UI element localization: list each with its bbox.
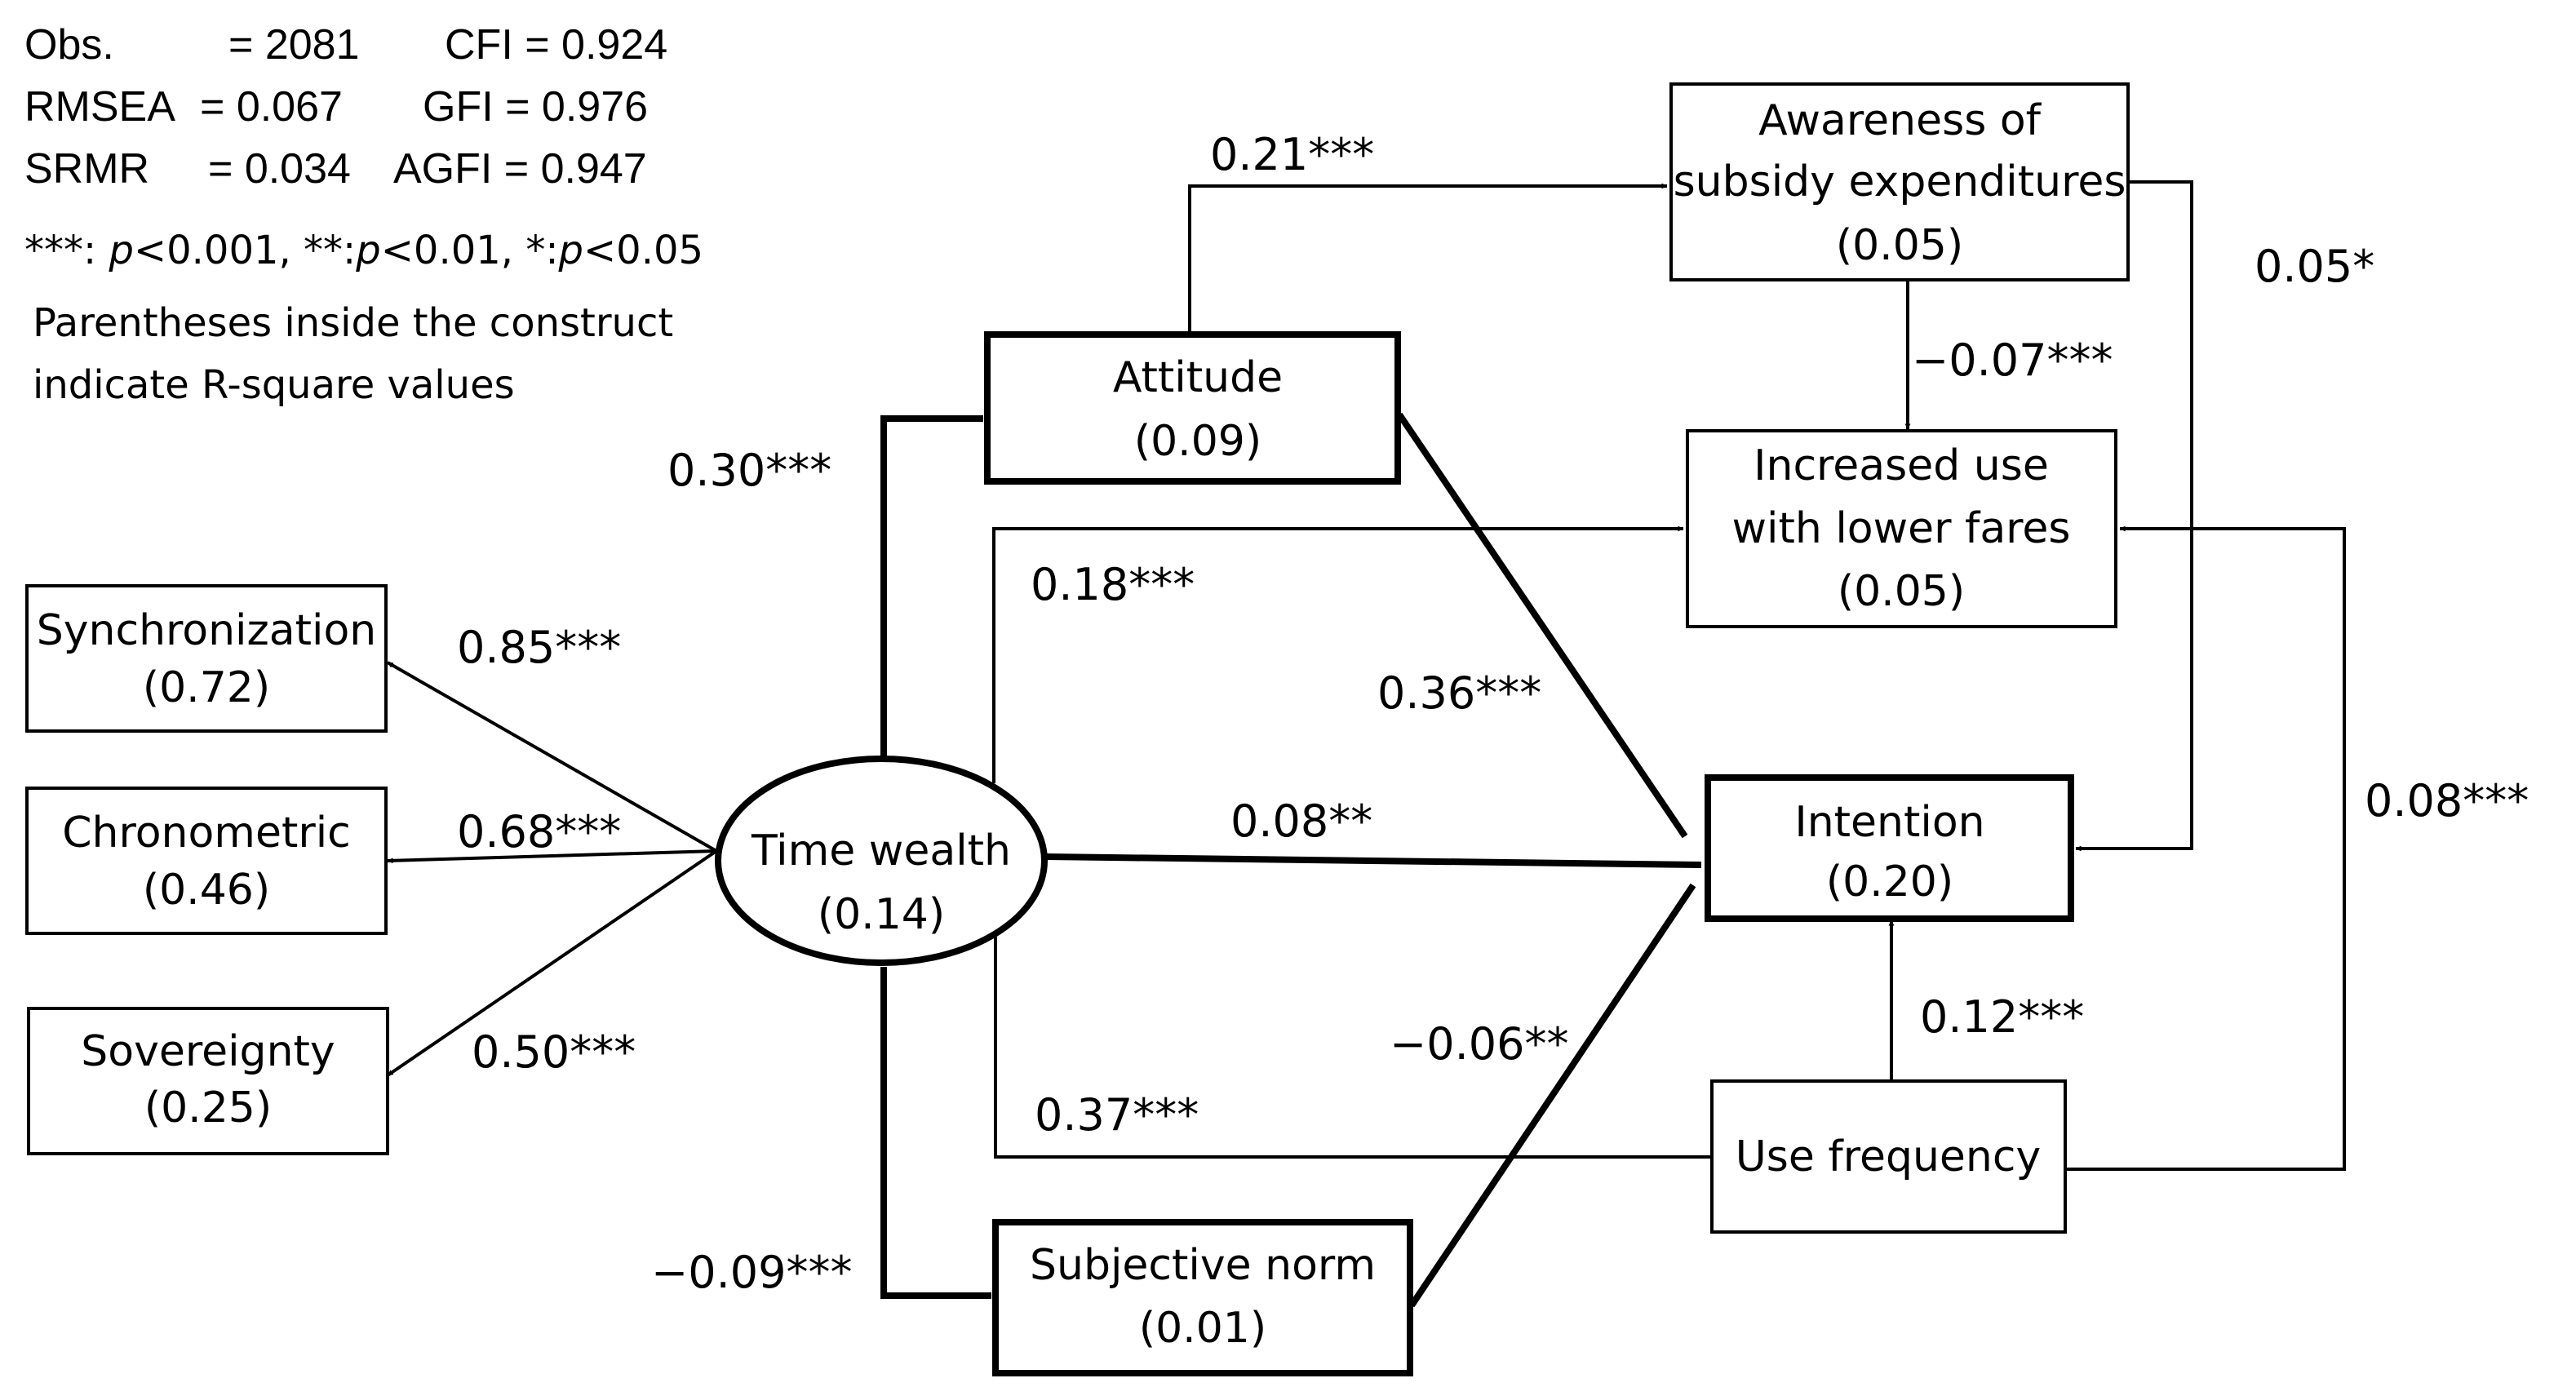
node-r2: (0.05): [1838, 567, 1965, 616]
coef-tw-sov: 0.50***: [472, 1026, 636, 1078]
node-label: Intention: [1794, 798, 1984, 847]
srmr-value: = 0.034: [208, 145, 351, 193]
srmr-label: SRMR: [24, 145, 149, 193]
node-synchronization: Synchronization (0.72): [25, 584, 388, 733]
coef-subjnorm-intention: −0.06**: [1390, 1018, 1568, 1070]
coef-awareness-increased: −0.07***: [1912, 335, 2113, 386]
node-label: Attitude: [1113, 353, 1283, 402]
coef-usefreq-increased: 0.08***: [2365, 775, 2529, 827]
edge-subjnorm-intention: [1408, 883, 1696, 1308]
node-r2: (0.01): [1139, 1304, 1266, 1353]
node-label-line2: with lower fares: [1731, 504, 2070, 553]
coef-tw-sync: 0.85***: [457, 622, 621, 673]
node-label-line2: subsidy expenditures: [1674, 157, 2126, 206]
rsquare-note-line2: indicate R-square values: [33, 362, 515, 408]
node-r2: (0.46): [143, 866, 270, 915]
obs-value: = 2081: [228, 21, 360, 69]
node-use-frequency: Use frequency: [1710, 1079, 2067, 1234]
cfi-value: CFI = 0.924: [445, 21, 667, 69]
coef-usefreq-tw: 0.37***: [1035, 1089, 1199, 1141]
coef-tw-subjnorm: −0.09***: [651, 1247, 852, 1298]
coef-tw-chrono: 0.68***: [457, 806, 621, 858]
edge-tw-subjnorm: [880, 967, 992, 1299]
edge-tw-sync: [387, 661, 717, 853]
node-attitude: Attitude (0.09): [984, 331, 1401, 485]
gfi-value: GFI = 0.976: [423, 83, 648, 131]
node-r2: (0.09): [1134, 417, 1261, 466]
rmsea-value: = 0.067: [200, 83, 343, 131]
node-sovereignty: Sovereignty (0.25): [27, 1007, 389, 1155]
node-label: Use frequency: [1736, 1132, 2042, 1181]
node-label: Chronometric: [62, 809, 351, 858]
coef-att-awareness: 0.21***: [1210, 129, 1374, 180]
node-r2: (0.25): [144, 1084, 272, 1132]
obs-label: Obs.: [24, 21, 114, 69]
node-r2: (0.05): [1836, 221, 1963, 270]
edge-usefreq-tw: [992, 929, 1712, 1159]
coef-tw-intention: 0.08**: [1230, 795, 1372, 847]
edge-tw-chrono: [387, 849, 717, 864]
node-time-wealth: Time wealth (0.14): [715, 756, 1048, 966]
edge-tw-increased: [992, 525, 1684, 783]
node-subjective-norm: Subjective norm (0.01): [992, 1219, 1413, 1376]
node-intention: Intention (0.20): [1705, 774, 2074, 922]
coef-usefreq-intention: 0.12***: [1920, 991, 2084, 1043]
node-chronometric: Chronometric (0.46): [25, 787, 388, 935]
fit-statistics: Obs. = 2081 CFI = 0.924 RMSEA = 0.067 GF…: [24, 21, 667, 193]
node-label-line1: Awareness of: [1758, 96, 2042, 145]
coef-tw-attitude: 0.30***: [667, 445, 831, 496]
coef-awareness-intention: 0.05*: [2255, 241, 2374, 292]
edge-awareness-intention: [2075, 180, 2193, 852]
node-increased-use: Increased use with lower fares (0.05): [1686, 429, 2117, 628]
node-label: Time wealth: [751, 827, 1011, 875]
coef-att-intention: 0.36***: [1377, 667, 1541, 719]
rmsea-label: RMSEA: [24, 83, 175, 131]
significance-note: ***: p<0.001, **:p<0.01, *:p<0.05: [24, 228, 703, 273]
coefficient-labels: 0.85*** 0.68*** 0.50*** 0.30*** −0.09***…: [457, 129, 2529, 1298]
node-r2: (0.14): [818, 890, 945, 939]
agfi-value: AGFI = 0.947: [393, 145, 647, 193]
edge-att-intention: [1396, 412, 1688, 839]
edges: [386, 180, 2346, 1308]
node-label: Sovereignty: [81, 1027, 335, 1076]
edge-usefreq-increased: [2067, 525, 2346, 1171]
node-awareness: Awareness of subsidy expenditures (0.05): [1669, 82, 2130, 281]
rsquare-note-line1: Parentheses inside the construct: [33, 300, 673, 346]
node-r2: (0.72): [143, 663, 270, 712]
node-label: Synchronization: [37, 606, 377, 655]
edge-att-awareness: [1188, 183, 1668, 333]
node-r2: (0.20): [1826, 858, 1953, 906]
coef-tw-increased: 0.18***: [1031, 559, 1195, 610]
edge-tw-intention: [1045, 853, 1702, 868]
node-label-line1: Increased use: [1754, 441, 2049, 490]
edge-tw-attitude: [880, 415, 984, 759]
edge-tw-sov: [386, 849, 718, 1077]
node-label: Subjective norm: [1030, 1241, 1376, 1290]
